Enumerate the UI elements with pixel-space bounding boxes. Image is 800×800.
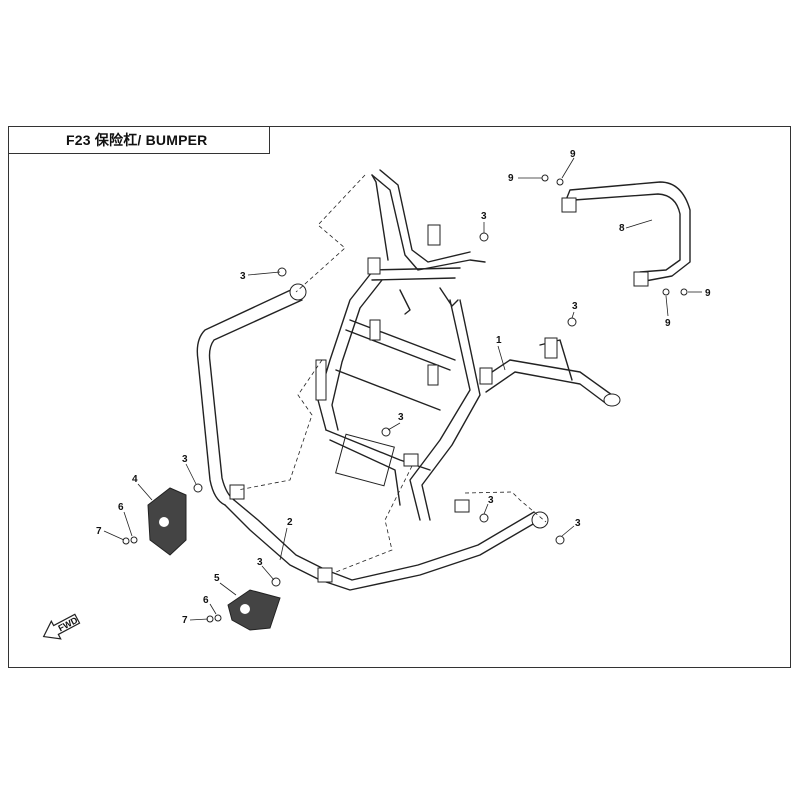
fasteners: [122, 174, 688, 623]
main-frame: [315, 169, 621, 521]
callout-7: 7: [96, 526, 102, 537]
callout-9: 9: [508, 173, 514, 184]
callout-3: 3: [182, 454, 188, 465]
callout-4: 4: [132, 474, 138, 485]
page-title: F23 保险杠/ BUMPER: [66, 131, 208, 148]
callout-1: 1: [496, 335, 502, 346]
title-box: F23 保险杠/ BUMPER: [8, 126, 270, 154]
rear-bumper-bar: [561, 181, 691, 287]
leader-lines: [103, 157, 702, 621]
callout-9: 9: [665, 318, 671, 329]
callout-9: 9: [705, 288, 711, 299]
fwd-arrow-icon: FWD: [42, 613, 81, 640]
callout-labels: 1 2 3 3 3 3 3 3 3 3 4 5 6 6 7 7 8 9 9 9 …: [96, 149, 711, 626]
callout-3: 3: [575, 518, 581, 529]
callout-6: 6: [203, 595, 209, 606]
left-guard-plate: [147, 487, 187, 556]
callout-3: 3: [257, 557, 263, 568]
diagram-frame: [8, 126, 791, 668]
callout-3: 3: [398, 412, 404, 423]
callout-6: 6: [118, 502, 124, 513]
callout-3: 3: [240, 271, 246, 282]
lower-guard-plate: [227, 589, 281, 631]
callout-2: 2: [287, 517, 293, 528]
callout-8: 8: [619, 223, 625, 234]
callout-3: 3: [481, 211, 487, 222]
callout-3: 3: [572, 301, 578, 312]
callout-5: 5: [214, 573, 220, 584]
callout-7: 7: [182, 615, 188, 626]
reference-lines: [237, 174, 547, 573]
front-bumper-tube: [196, 283, 549, 591]
callout-3: 3: [488, 495, 494, 506]
callout-9: 9: [570, 149, 576, 160]
